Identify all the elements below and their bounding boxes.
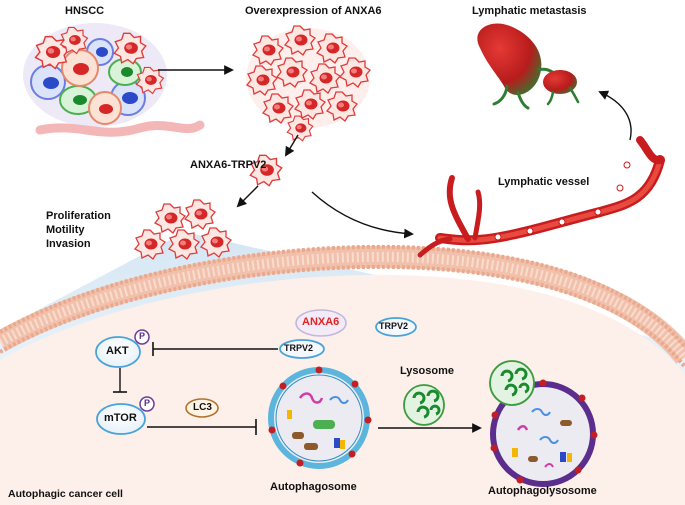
anxa6-protein [295,309,347,337]
label-autophagic-cancer-cell: Autophagic cancer cell [8,488,123,500]
label-mtor-p: P [144,398,151,408]
trpv2-channel-top [375,317,417,337]
label-trpv2-top: TRPV2 [379,321,409,331]
proliferating-cells [134,199,232,260]
hnscc-tumor-tissue [23,23,205,137]
lc3-protein [185,398,219,418]
basement-membrane [35,120,205,137]
arrow-to-lymphatic-metastasis [598,90,632,141]
label-overexpression: Overexpression of ANXA6 [245,5,382,17]
arrow-to-proliferation [236,185,259,208]
label-hnscc: HNSCC [65,5,105,17]
label-proliferation: Proliferation [46,210,111,222]
label-anxa6: ANXA6 [302,316,340,328]
autophagosome [268,366,372,469]
label-anxa6-trpv2: ANXA6-TRPV2 [190,159,267,171]
lysosome [403,384,445,426]
anxa6-overexpressing-cells [246,25,371,142]
label-mtor: mTOR [104,412,137,424]
akt-phospho [134,329,150,345]
label-akt-p: P [139,331,146,341]
label-trpv2-left: TRPV2 [284,343,314,353]
label-autophagolysosome: Autophagolysosome [488,485,597,497]
mtor-node [96,403,146,435]
arrow-to-lymphatic-vessel [311,191,414,239]
label-lymphatic-metastasis: Lymphatic metastasis [472,5,587,17]
akt-node [95,336,141,368]
label-akt: AKT [106,345,129,357]
label-invasion: Invasion [46,238,91,250]
label-lc3: LC3 [193,402,212,413]
lymphatic-vessel [417,136,665,258]
trpv2-channel-left [279,339,325,359]
mtor-phospho [139,396,155,412]
label-autophagosome: Autophagosome [270,481,357,493]
label-motility: Motility [46,224,85,236]
label-phenotypes: Proliferation Motility Invasion [46,209,111,251]
label-lymphatic-vessel: Lymphatic vessel [498,176,590,188]
metastatic-lymph-nodes [477,23,580,110]
arrow-to-anxa6-trpv2 [284,134,299,157]
label-lysosome: Lysosome [400,365,455,377]
autophagolysosome [489,360,598,487]
